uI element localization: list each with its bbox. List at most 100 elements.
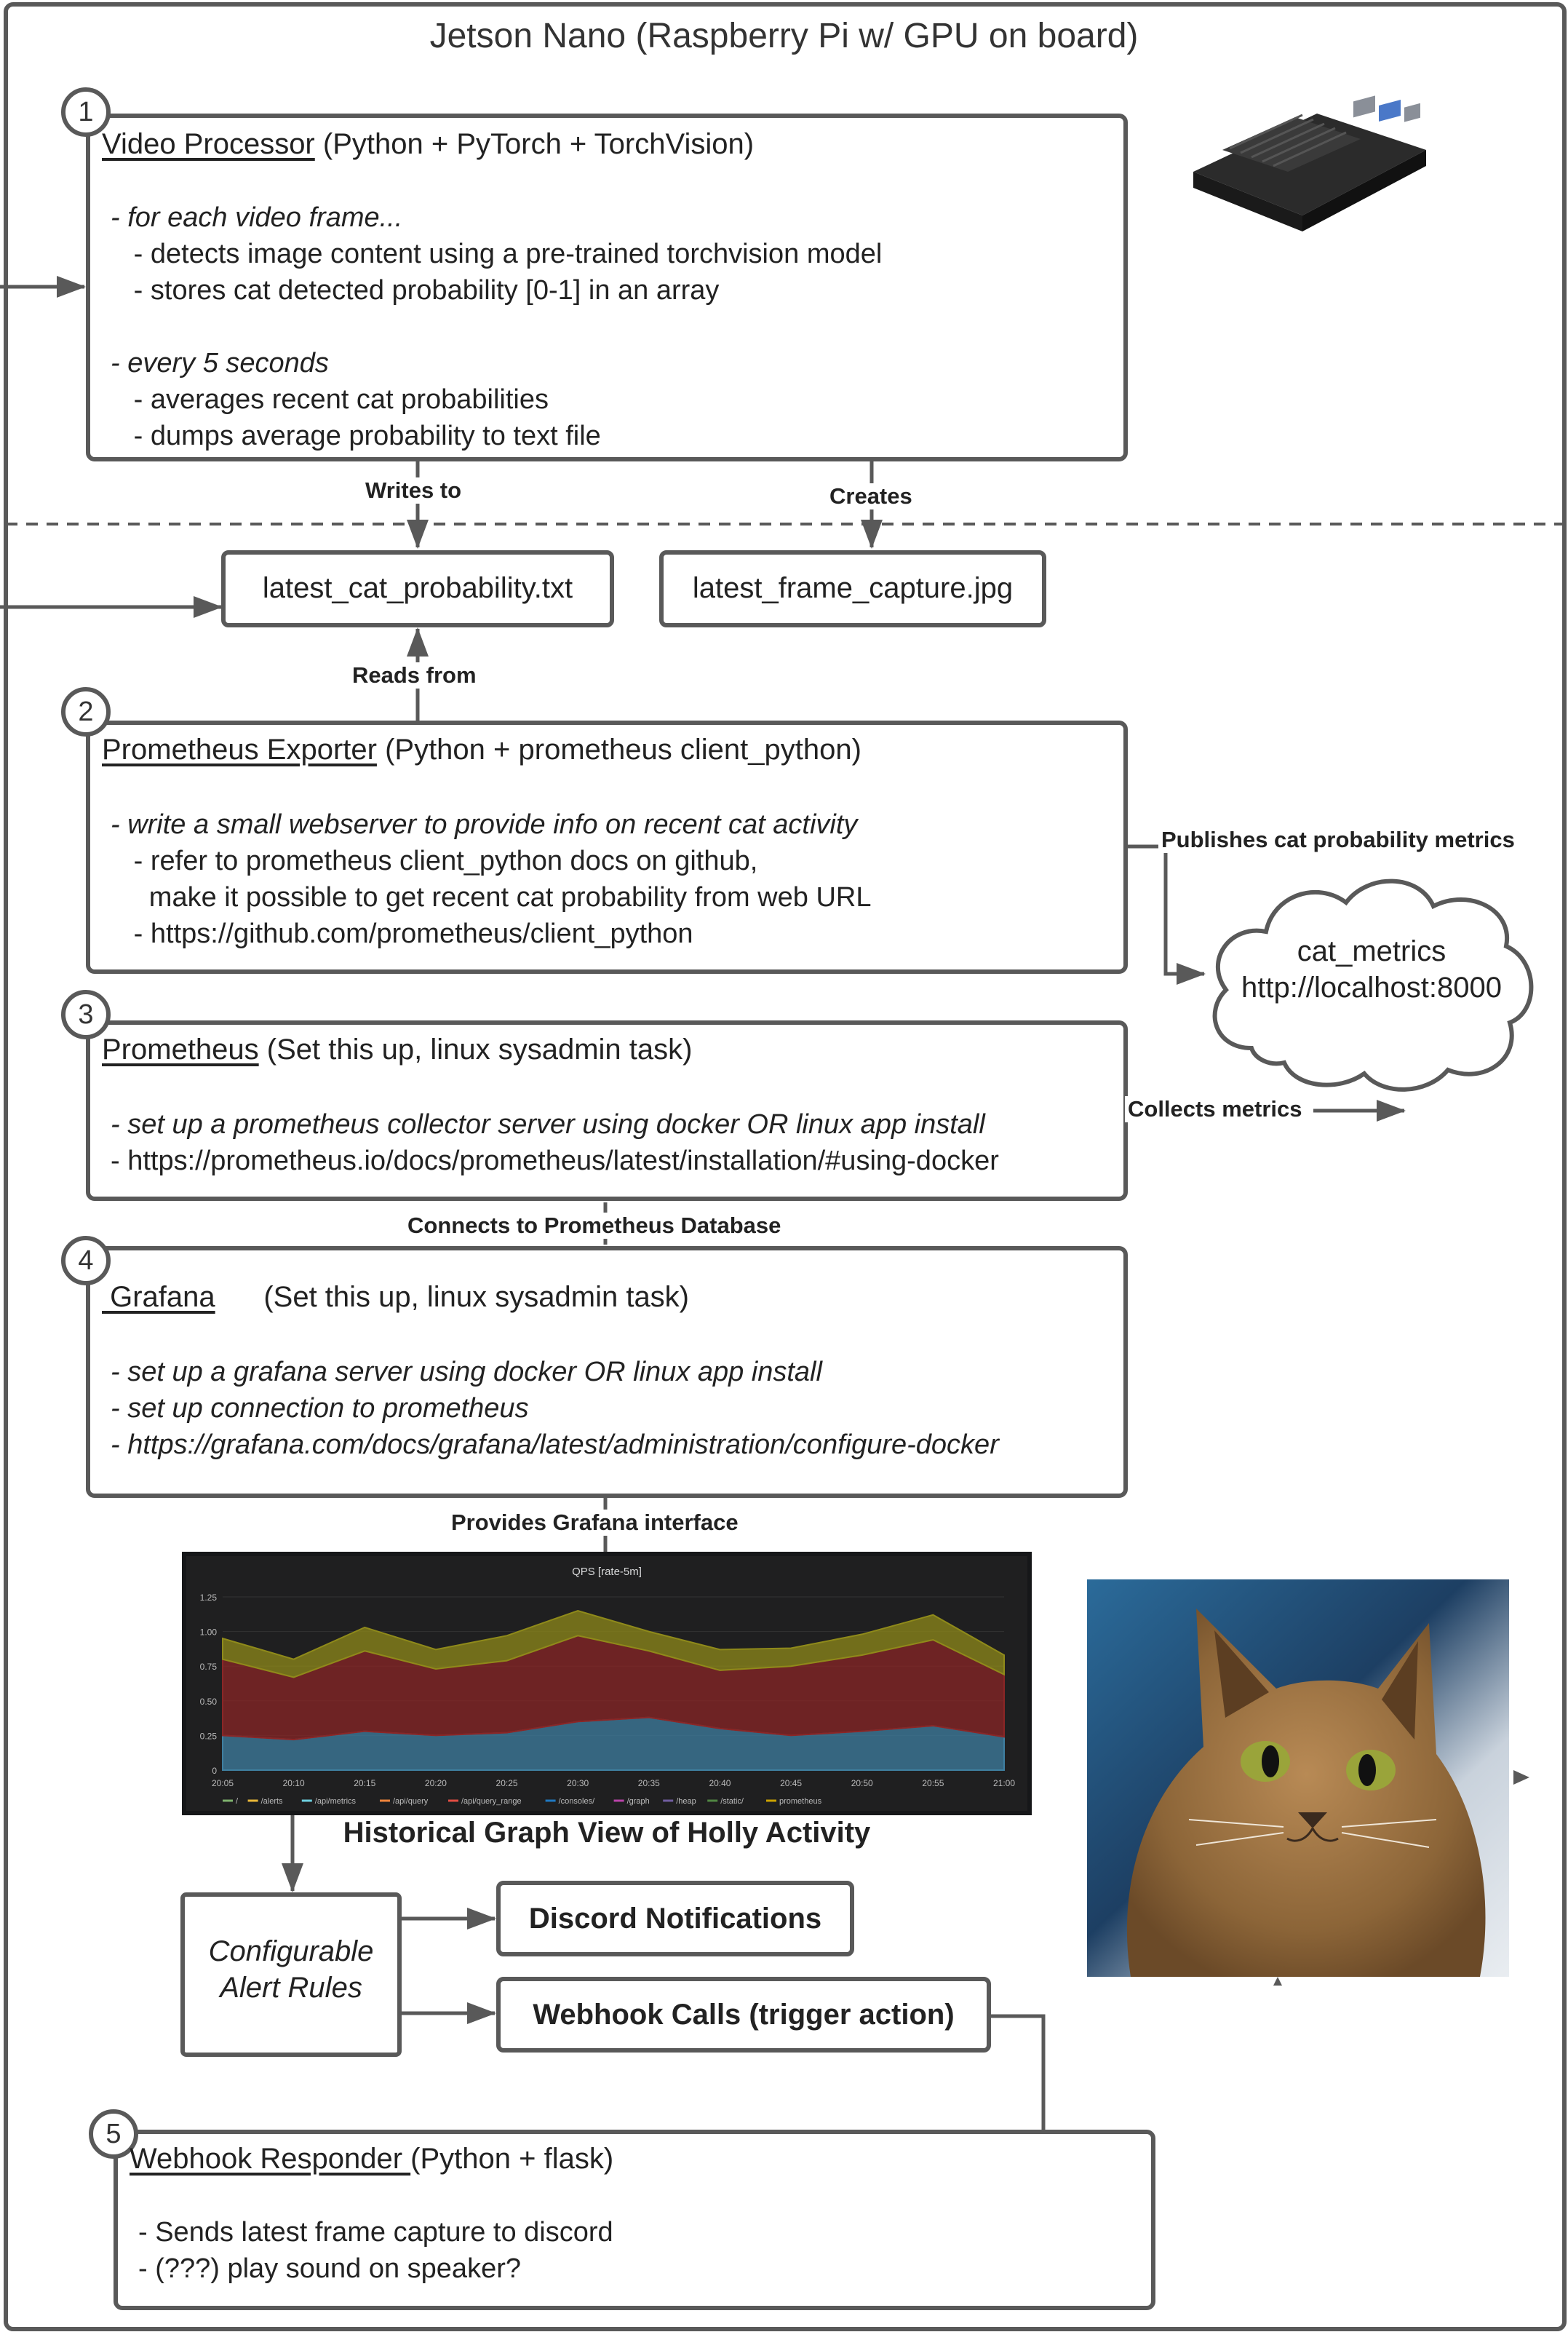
cat-photo-bottom-tip bbox=[1273, 1977, 1282, 1986]
detail-line: - set up a prometheus collector server u… bbox=[111, 1109, 985, 1140]
prometheus-exporter-title: Prometheus Exporter (Python + prometheus… bbox=[102, 734, 861, 766]
x-tick-label: 21:00 bbox=[993, 1778, 1015, 1788]
writes-to-label: Writes to bbox=[362, 477, 465, 504]
x-tick-label: 20:20 bbox=[425, 1778, 447, 1788]
legend-label: /api/query bbox=[393, 1797, 429, 1806]
component-stack: (Python + flask) bbox=[410, 2143, 614, 2175]
chart-title: QPS [rate-5m] bbox=[572, 1566, 642, 1578]
detail-line: - (???) play sound on speaker? bbox=[138, 2253, 521, 2284]
legend-label: /api/query_range bbox=[461, 1797, 522, 1806]
step-badge: 4 bbox=[61, 1236, 111, 1285]
detail-line: - dumps average probability to text file bbox=[111, 421, 601, 451]
y-tick-label: 0.75 bbox=[200, 1662, 218, 1672]
x-tick-label: 20:30 bbox=[567, 1778, 589, 1788]
component-stack: (Python + prometheus client_python) bbox=[376, 734, 861, 766]
component-stack: (Set this up, linux sysadmin task) bbox=[215, 1281, 690, 1313]
grafana-chart: QPS [rate-5m] 00.250.500.751.001.25 20:0… bbox=[182, 1552, 1032, 1815]
chart-legend: //alerts/api/metrics/api/query/api/query… bbox=[223, 1797, 822, 1806]
detail-line: - set up connection to prometheus bbox=[111, 1393, 529, 1424]
creates-label: Creates bbox=[827, 483, 915, 509]
webhook-responder-title: Webhook Responder (Python + flask) bbox=[130, 2143, 613, 2176]
publishes-arrow bbox=[1126, 844, 1206, 985]
page-title: Jetson Nano (Raspberry Pi w/ GPU on boar… bbox=[429, 17, 1139, 55]
chart-y-axis: 00.250.500.751.001.25 bbox=[200, 1593, 218, 1776]
alert-rules-box bbox=[180, 1892, 402, 2057]
detail-line: - Sends latest frame capture to discord bbox=[138, 2217, 613, 2248]
component-stack: (Python + PyTorch + TorchVision) bbox=[314, 128, 755, 160]
cloud-line: cat_metrics bbox=[1297, 935, 1446, 967]
webhook-calls-box: Webhook Calls (trigger action) bbox=[496, 1977, 991, 2053]
provides-label: Provides Grafana interface bbox=[448, 1510, 741, 1536]
legend-label: / bbox=[236, 1797, 239, 1806]
alert-rules-line: Configurable bbox=[208, 1935, 374, 1967]
jetson-board-image bbox=[1193, 95, 1426, 231]
detail-line: - https://github.com/prometheus/client_p… bbox=[111, 919, 693, 949]
x-tick-label: 20:45 bbox=[780, 1778, 802, 1788]
y-tick-label: 1.00 bbox=[200, 1627, 218, 1638]
detail-line: - write a small webserver to provide inf… bbox=[111, 809, 858, 840]
detail-line: - averages recent cat probabilities bbox=[111, 384, 549, 415]
x-tick-label: 20:50 bbox=[851, 1778, 873, 1788]
component-stack: (Set this up, linux sysadmin task) bbox=[258, 1034, 693, 1066]
legend-label: /static/ bbox=[720, 1797, 744, 1806]
prometheus-title: Prometheus (Set this up, linux sysadmin … bbox=[102, 1034, 692, 1066]
discord-notifications-box: Discord Notifications bbox=[496, 1881, 854, 1956]
y-tick-label: 0 bbox=[212, 1766, 217, 1776]
detail-line: - detects image content using a pre-trai… bbox=[111, 239, 883, 269]
step-badge: 2 bbox=[61, 687, 111, 737]
publishes-label: Publishes cat probability metrics bbox=[1158, 827, 1518, 853]
device-frame bbox=[4, 2, 1567, 2331]
detail-line: - every 5 seconds bbox=[111, 348, 329, 378]
x-tick-label: 20:15 bbox=[354, 1778, 375, 1788]
alert-rules-line: Alert Rules bbox=[220, 1972, 362, 2004]
detail-line: - https://prometheus.io/docs/prometheus/… bbox=[111, 1146, 999, 1176]
cat-metrics-cloud bbox=[1212, 879, 1534, 1092]
grafana-title: Grafana (Set this up, linux sysadmin tas… bbox=[102, 1281, 689, 1314]
legend-label: /graph bbox=[627, 1797, 650, 1806]
component-name: Grafana bbox=[102, 1281, 215, 1313]
detail-line: - set up a grafana server using docker O… bbox=[111, 1357, 822, 1387]
detail-line: - for each video frame... bbox=[111, 202, 403, 233]
cloud-label: cat_metrics http://localhost:8000 bbox=[1208, 933, 1535, 1006]
prometheus-details: - set up a prometheus collector server u… bbox=[111, 1106, 999, 1179]
legend-label: /heap bbox=[676, 1797, 696, 1806]
connects-label: Connects to Prometheus Database bbox=[405, 1213, 784, 1239]
step-badge: 1 bbox=[61, 87, 111, 137]
y-tick-label: 1.25 bbox=[200, 1593, 218, 1603]
step-badge: 3 bbox=[61, 990, 111, 1039]
x-tick-label: 20:10 bbox=[283, 1778, 305, 1788]
legend-label: /api/metrics bbox=[315, 1797, 357, 1806]
x-tick-label: 20:35 bbox=[638, 1778, 660, 1788]
x-tick-label: 20:55 bbox=[922, 1778, 944, 1788]
prometheus-exporter-box bbox=[86, 721, 1128, 974]
step-badge: 5 bbox=[89, 2109, 138, 2159]
detail-line: make it possible to get recent cat proba… bbox=[111, 882, 872, 913]
y-tick-label: 0.50 bbox=[200, 1697, 218, 1707]
webhook-responder-box bbox=[114, 2130, 1155, 2310]
component-name: Prometheus Exporter bbox=[102, 734, 377, 766]
webhook-responder-details: - Sends latest frame capture to discord -… bbox=[138, 2214, 613, 2287]
cat-photo bbox=[1087, 1579, 1509, 1977]
detail-line: - refer to prometheus client_python docs… bbox=[111, 846, 758, 876]
graph-caption: Historical Graph View of Holly Activity bbox=[343, 1817, 871, 1849]
prometheus-box bbox=[86, 1020, 1128, 1201]
component-name: Video Processor bbox=[102, 128, 315, 160]
cat-photo-arrow-tip bbox=[1513, 1770, 1529, 1785]
chart-series bbox=[222, 1609, 1005, 1771]
detail-line: - stores cat detected probability [0-1] … bbox=[111, 275, 720, 306]
collects-label: Collects metrics bbox=[1125, 1096, 1305, 1122]
reads-from-label: Reads from bbox=[349, 662, 479, 689]
probability-file-box: latest_cat_probability.txt bbox=[221, 550, 614, 627]
x-tick-label: 20:05 bbox=[212, 1778, 234, 1788]
cloud-line: http://localhost:8000 bbox=[1241, 972, 1503, 1004]
prometheus-exporter-details: - write a small webserver to provide inf… bbox=[111, 806, 871, 952]
x-tick-label: 20:40 bbox=[709, 1778, 731, 1788]
video-processor-details: - for each video frame... - detects imag… bbox=[111, 199, 882, 454]
video-processor-box bbox=[86, 114, 1128, 461]
series-area bbox=[222, 1609, 1005, 1678]
frame-capture-file-box: latest_frame_capture.jpg bbox=[659, 550, 1046, 627]
spacer bbox=[111, 309, 882, 345]
grafana-details: - set up a grafana server using docker O… bbox=[111, 1354, 999, 1463]
